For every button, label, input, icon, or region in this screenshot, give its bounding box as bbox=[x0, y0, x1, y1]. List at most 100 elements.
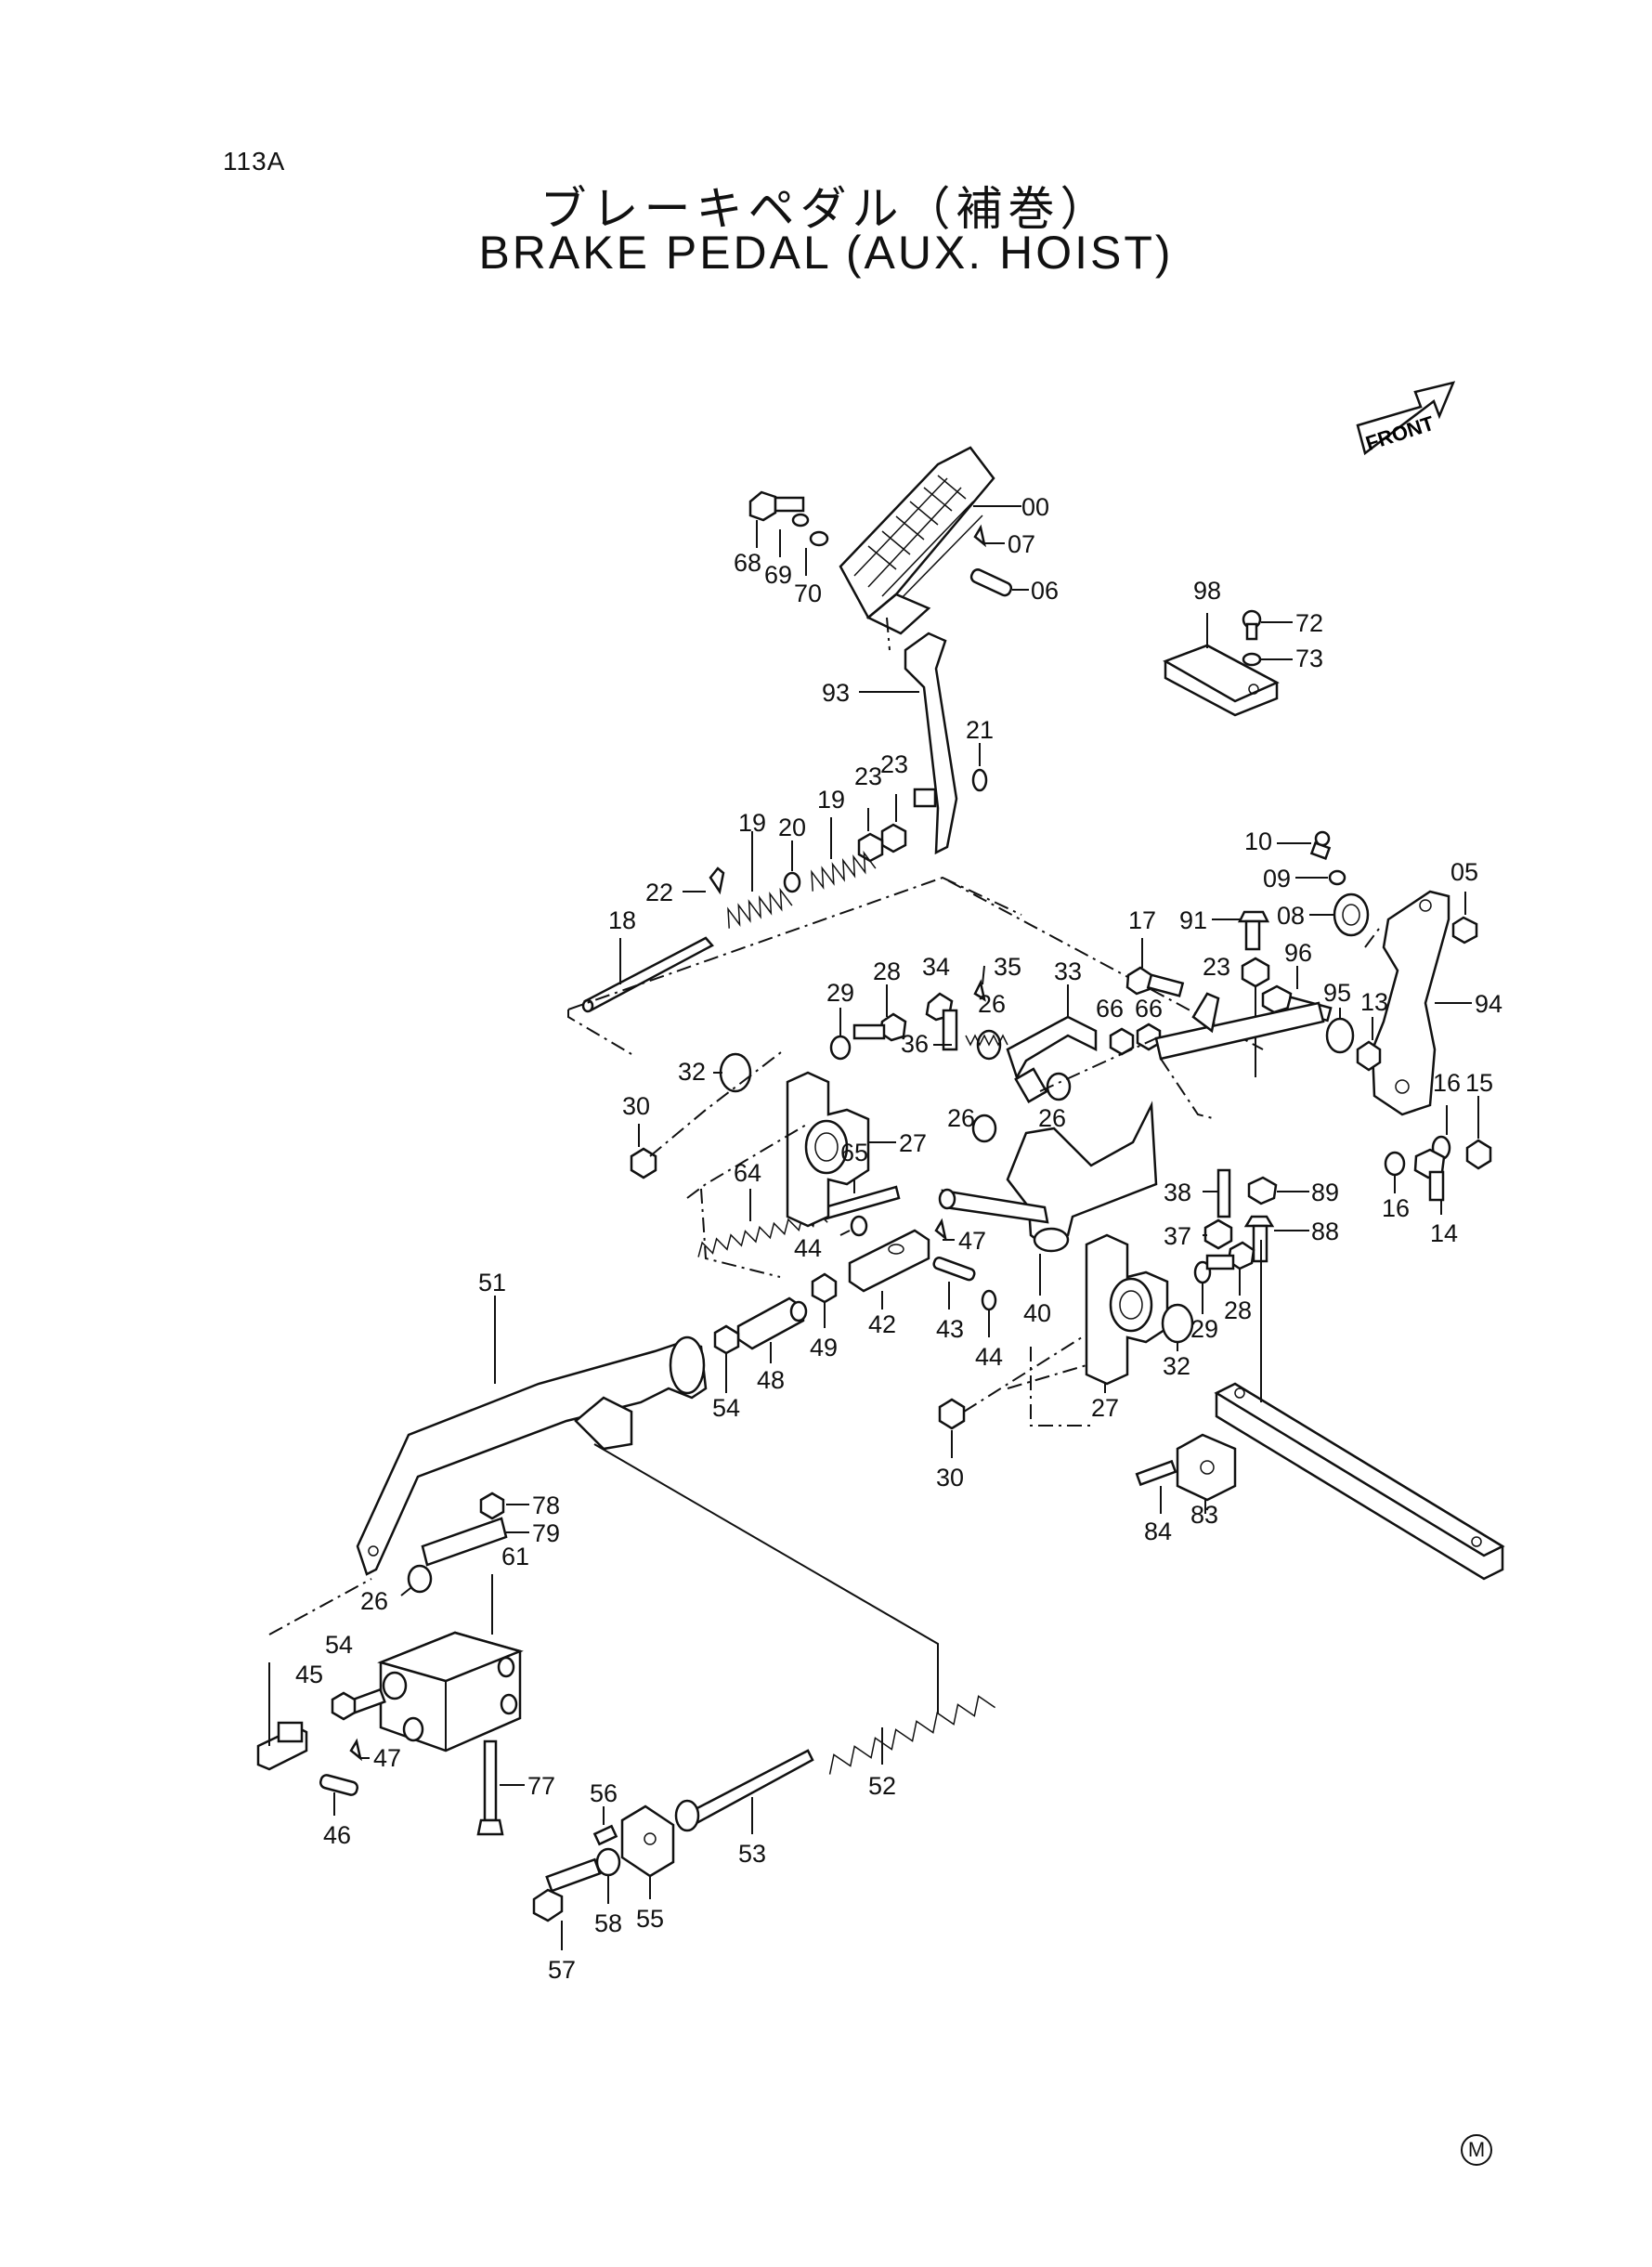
nut-23c bbox=[1241, 957, 1270, 988]
callout-34: 34 bbox=[922, 953, 950, 981]
washer-58 bbox=[595, 1847, 621, 1877]
bolt-14 bbox=[1413, 1148, 1446, 1202]
block-83 bbox=[1176, 1433, 1237, 1502]
pin-46 bbox=[319, 1774, 359, 1796]
callout-16: 16 bbox=[1433, 1069, 1461, 1097]
callout-69: 69 bbox=[764, 561, 792, 589]
callout-47: 47 bbox=[958, 1227, 986, 1255]
bushing-26c bbox=[971, 1114, 997, 1143]
callout-37: 37 bbox=[1164, 1222, 1191, 1250]
callout-77: 77 bbox=[527, 1772, 555, 1800]
nut-54a bbox=[713, 1324, 740, 1355]
roller-08 bbox=[1333, 892, 1370, 937]
callout-52: 52 bbox=[868, 1772, 896, 1800]
callout-42: 42 bbox=[868, 1310, 896, 1338]
callout-57: 57 bbox=[548, 1956, 576, 1984]
callout-78: 78 bbox=[532, 1492, 560, 1519]
callout-56: 56 bbox=[590, 1779, 618, 1807]
callout-83: 83 bbox=[1190, 1501, 1218, 1529]
nut-23b bbox=[857, 832, 884, 863]
callout-27: 27 bbox=[1091, 1394, 1119, 1422]
callout-09: 09 bbox=[1263, 865, 1291, 892]
callout-00: 00 bbox=[1021, 493, 1049, 521]
callout-19: 19 bbox=[738, 809, 766, 837]
callout-07: 07 bbox=[1008, 530, 1035, 558]
callout-labels: 00 07 06 68 69 70 98 72 73 93 21 23 23 1… bbox=[295, 493, 1502, 1984]
corner-mark: M bbox=[1461, 2134, 1492, 2166]
callout-53: 53 bbox=[738, 1840, 766, 1868]
callout-05: 05 bbox=[1450, 858, 1478, 886]
washer-09 bbox=[1328, 869, 1346, 886]
callout-88: 88 bbox=[1311, 1218, 1339, 1245]
lever-40 bbox=[938, 1101, 1158, 1253]
front-arrow-icon: FRONT bbox=[1356, 381, 1456, 456]
washer-70 bbox=[809, 530, 829, 547]
snap-ring-32b bbox=[1161, 1303, 1194, 1344]
nut-30a bbox=[630, 1147, 657, 1179]
callout-26: 26 bbox=[360, 1587, 388, 1615]
pedal-arm-93 bbox=[904, 632, 958, 855]
spring-19b bbox=[727, 887, 793, 929]
nut-78 bbox=[479, 1492, 505, 1520]
nut-89 bbox=[1247, 1176, 1278, 1205]
callout-32: 32 bbox=[678, 1058, 706, 1086]
washer-21 bbox=[971, 768, 988, 792]
callout-73: 73 bbox=[1295, 645, 1323, 672]
callout-40: 40 bbox=[1023, 1299, 1051, 1327]
callout-54: 54 bbox=[712, 1394, 740, 1422]
nut-23 bbox=[880, 823, 907, 853]
callout-26: 26 bbox=[978, 990, 1006, 1018]
pedal-pad bbox=[839, 446, 995, 635]
screw-56 bbox=[592, 1824, 618, 1846]
callout-17: 17 bbox=[1128, 906, 1156, 934]
callout-54: 54 bbox=[325, 1631, 353, 1659]
cotter-pin-47b bbox=[349, 1738, 362, 1762]
callout-21: 21 bbox=[966, 716, 994, 744]
nut-05 bbox=[1451, 916, 1478, 945]
bolt-91 bbox=[1237, 910, 1270, 951]
callout-27: 27 bbox=[899, 1129, 927, 1157]
callout-26: 26 bbox=[1038, 1104, 1066, 1132]
nut-66a bbox=[1109, 1027, 1135, 1056]
rod-65 bbox=[823, 1185, 901, 1220]
title-japanese: ブレーキペダル（補巻） bbox=[540, 182, 1112, 236]
callout-28: 28 bbox=[873, 958, 901, 985]
spring-36 bbox=[965, 1034, 1008, 1047]
bolt-10 bbox=[1309, 830, 1332, 860]
rod-53 bbox=[674, 1749, 814, 1832]
roller-95 bbox=[1325, 1017, 1355, 1054]
callout-29: 29 bbox=[826, 979, 854, 1007]
callout-28: 28 bbox=[1224, 1296, 1252, 1324]
pin-43 bbox=[932, 1256, 976, 1282]
title-english: BRAKE PEDAL (AUX. HOIST) bbox=[478, 227, 1174, 279]
spring-19 bbox=[811, 850, 877, 892]
nut-66b bbox=[1136, 1023, 1162, 1051]
callout-61: 61 bbox=[501, 1543, 529, 1570]
rod-18 bbox=[581, 936, 714, 1013]
callout-65: 65 bbox=[840, 1139, 868, 1166]
callout-72: 72 bbox=[1295, 609, 1323, 637]
callout-48: 48 bbox=[757, 1366, 785, 1394]
callout-66: 66 bbox=[1096, 995, 1124, 1023]
callout-93: 93 bbox=[822, 679, 850, 707]
callout-91: 91 bbox=[1179, 906, 1207, 934]
callout-64: 64 bbox=[734, 1159, 761, 1187]
callout-55: 55 bbox=[636, 1905, 664, 1933]
callout-22: 22 bbox=[645, 879, 673, 906]
pin-06 bbox=[969, 568, 1013, 597]
washer-20 bbox=[783, 871, 801, 893]
callout-89: 89 bbox=[1311, 1179, 1339, 1206]
bolt-28a bbox=[852, 1012, 907, 1042]
screw-72 bbox=[1242, 609, 1262, 641]
snap-ring-32a bbox=[719, 1052, 752, 1093]
callout-95: 95 bbox=[1323, 979, 1351, 1007]
washer-16b bbox=[1384, 1151, 1406, 1177]
callout-47: 47 bbox=[373, 1744, 401, 1772]
bracket-33 bbox=[1006, 1015, 1098, 1103]
clevis-45 bbox=[256, 1721, 308, 1771]
bolt-28b bbox=[1205, 1241, 1255, 1270]
callout-23: 23 bbox=[1203, 953, 1230, 981]
callout-10: 10 bbox=[1244, 827, 1272, 855]
nut-15 bbox=[1465, 1139, 1492, 1170]
